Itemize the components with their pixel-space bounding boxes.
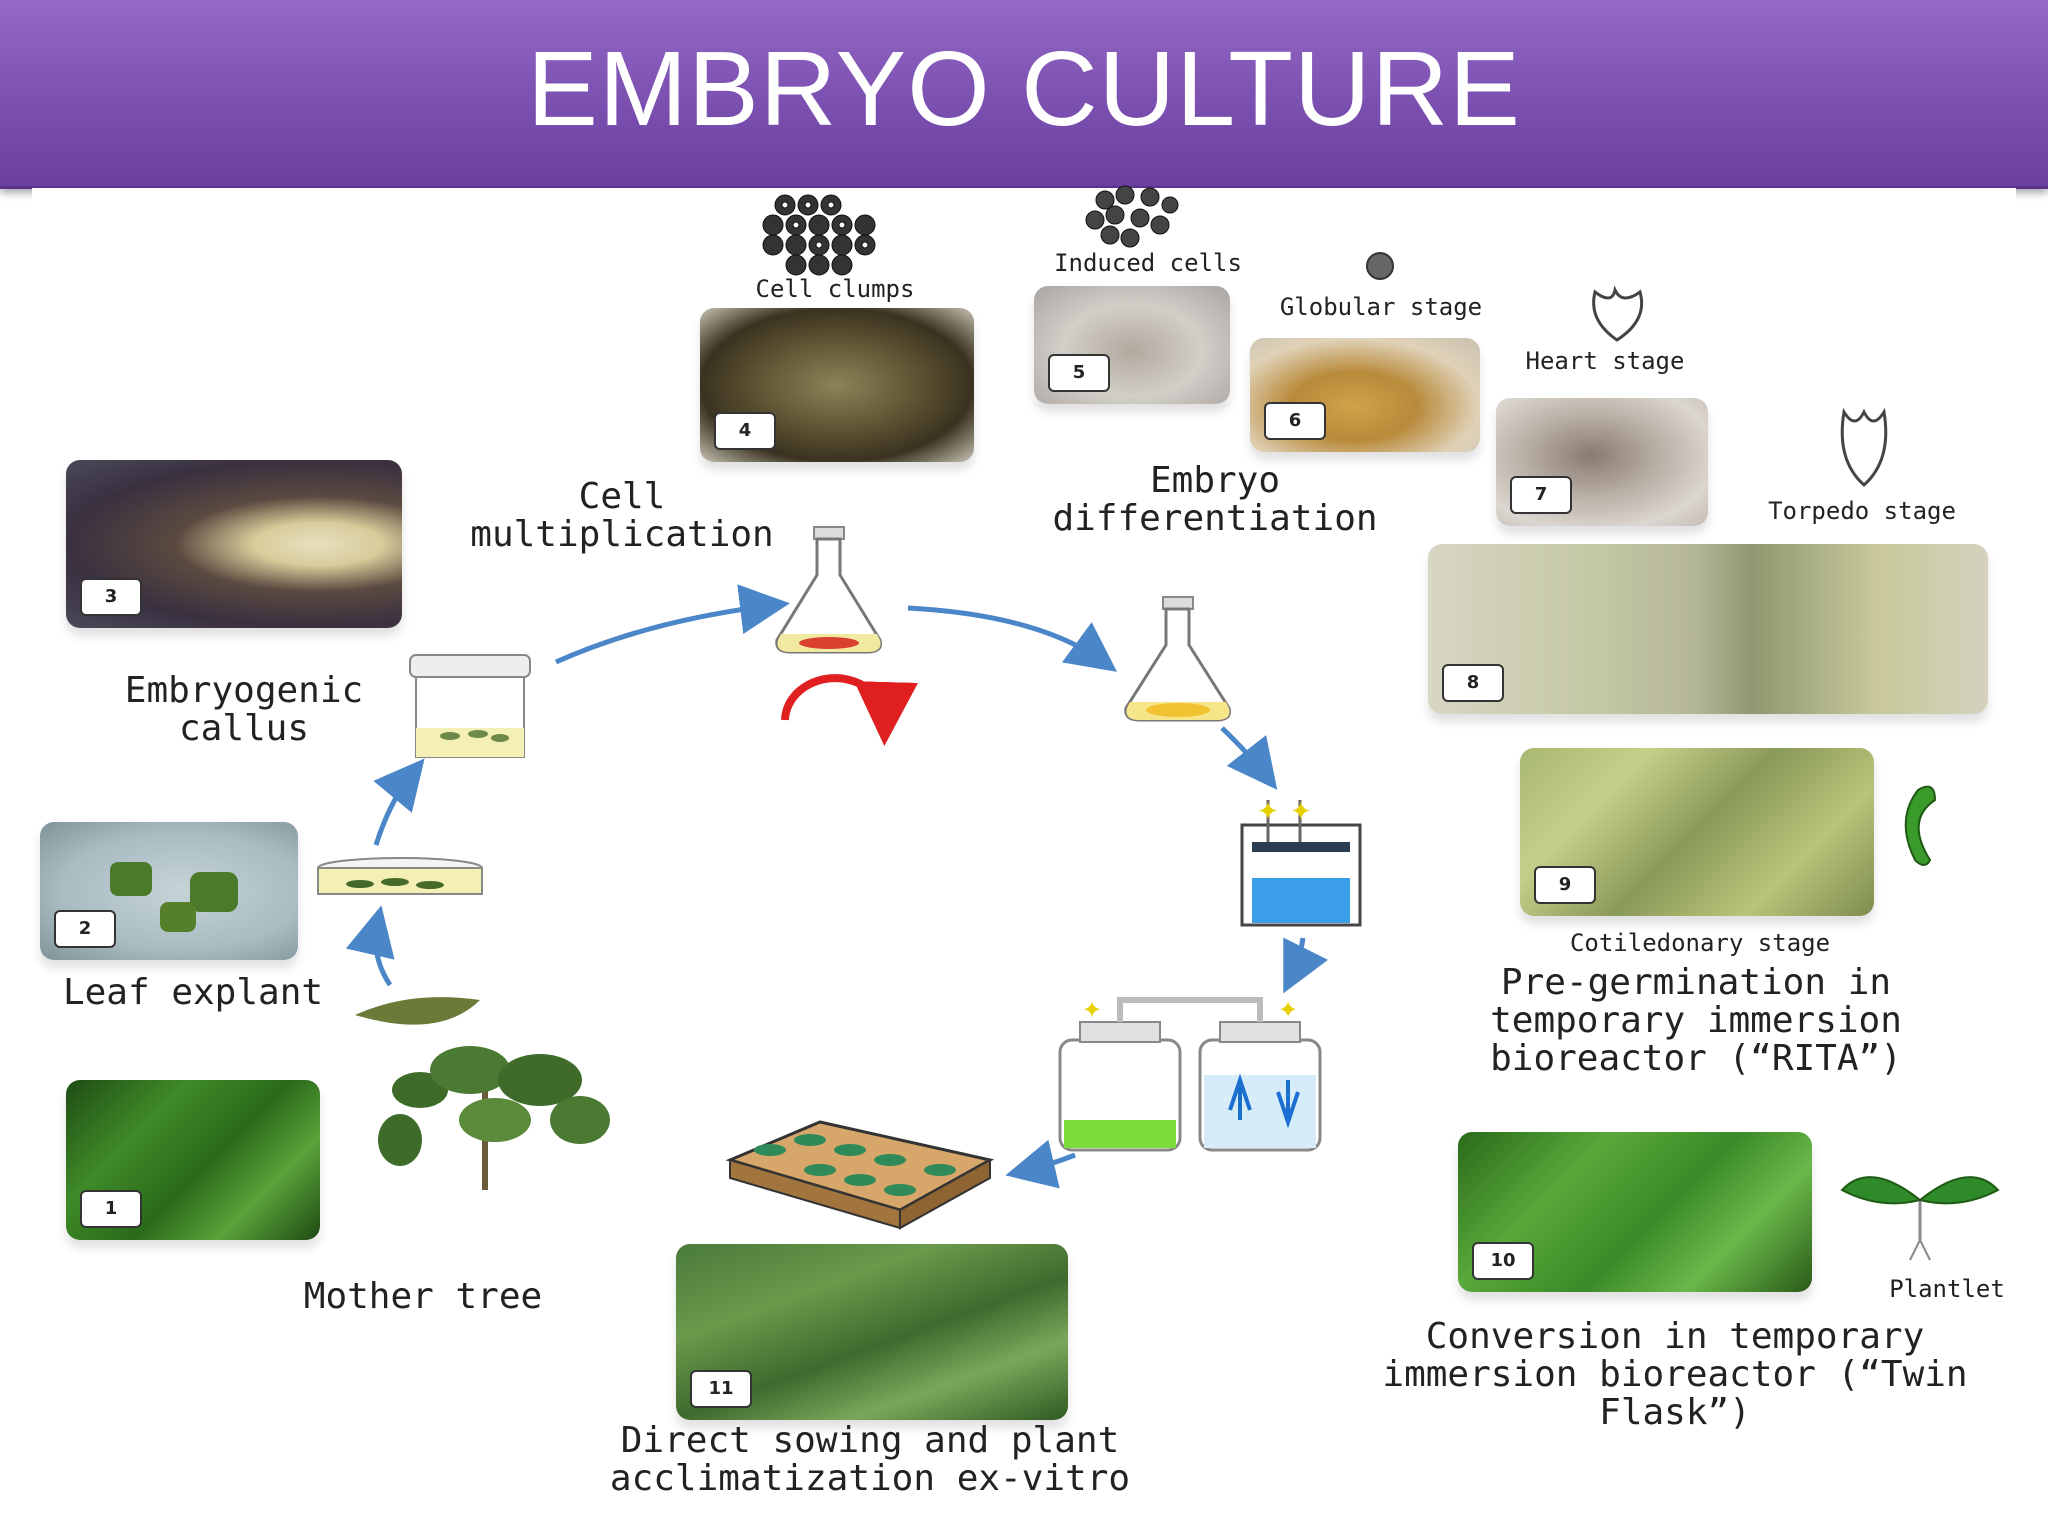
label-plantlet: Plantlet bbox=[1889, 1275, 2005, 1303]
label-embryogenic-callus: Embryogenic callus bbox=[124, 670, 364, 749]
photo-number: 11 bbox=[690, 1370, 752, 1408]
label-torpedo-stage: Torpedo stage bbox=[1768, 497, 1956, 525]
induced-cells-icon bbox=[1085, 185, 1179, 248]
photo-cell-clumps: 4 bbox=[700, 308, 974, 462]
svg-text:✦: ✦ bbox=[1082, 996, 1102, 1024]
photo-number: 8 bbox=[1442, 664, 1504, 702]
photo-torpedo-stage: 8 bbox=[1428, 544, 1988, 714]
photo-number: 4 bbox=[714, 412, 776, 450]
cell-clump-icon bbox=[762, 194, 876, 276]
photo-cotiledonary-stage: 9 bbox=[1520, 748, 1874, 916]
torpedo-embryo-icon bbox=[1840, 407, 1888, 488]
twin-flask-icon: ✦ ✦ bbox=[1058, 996, 1322, 1152]
label-direct-sowing: Direct sowing and plant acclimatization … bbox=[609, 1420, 1131, 1499]
petri-dish-icon bbox=[317, 857, 483, 895]
photo-globular-stage: 6 bbox=[1250, 338, 1480, 452]
arrow-rita-to-twinflask bbox=[1283, 937, 1329, 994]
arrow-differentiation-to-rita bbox=[1220, 726, 1278, 790]
label-mother-tree: Mother tree bbox=[303, 1276, 543, 1317]
sowing-tray-icon bbox=[725, 1120, 995, 1230]
photo-embryogenic-callus: 3 bbox=[66, 460, 402, 628]
photo-number: 7 bbox=[1510, 476, 1572, 514]
photo-induced-cells: 5 bbox=[1034, 286, 1230, 404]
arrow-tree-to-leaf bbox=[345, 905, 395, 987]
flask-cell-multiplication-icon bbox=[775, 526, 882, 654]
label-heart-stage: Heart stage bbox=[1525, 347, 1685, 375]
photo-conversion-plantlets: 10 bbox=[1458, 1132, 1812, 1292]
label-cell-clumps: Cell clumps bbox=[755, 275, 915, 303]
photo-number: 9 bbox=[1534, 866, 1596, 904]
label-conversion: Conversion in temporary immersion biorea… bbox=[1382, 1316, 1968, 1433]
photo-number: 5 bbox=[1048, 354, 1110, 392]
label-cell-multiplication: Cell multiplication bbox=[470, 476, 774, 555]
flask-embryo-differentiation-icon bbox=[1124, 596, 1231, 722]
slide-title: EMBRYO CULTURE bbox=[527, 30, 1521, 148]
rita-bioreactor-icon: ✦ ✦ bbox=[1240, 797, 1362, 927]
photo-mother-tree-leaves: 1 bbox=[66, 1080, 320, 1240]
label-pre-germination: Pre-germination in temporary immersion b… bbox=[1490, 962, 1902, 1079]
arrow-multiplication-to-differentiation bbox=[907, 605, 1118, 672]
photo-number: 10 bbox=[1472, 1242, 1534, 1280]
rotation-arrow bbox=[781, 674, 919, 746]
svg-text:✦: ✦ bbox=[1290, 797, 1312, 827]
label-induced-cells: Induced cells bbox=[1054, 249, 1242, 277]
photo-heart-stage: 7 bbox=[1496, 398, 1708, 526]
photo-number: 6 bbox=[1264, 402, 1326, 440]
arrow-callus-to-multiplication bbox=[554, 584, 790, 665]
culture-jar-icon bbox=[409, 654, 531, 758]
label-cotiledonary-stage: Cotiledonary stage bbox=[1569, 929, 1831, 957]
photo-acclimatization: 11 bbox=[676, 1244, 1068, 1420]
photo-leaf-explant: 2 bbox=[40, 822, 298, 960]
mother-tree-icon bbox=[378, 1046, 610, 1190]
cotiledonary-embryo-icon bbox=[1904, 785, 1937, 866]
arrow-leaf-to-callus bbox=[373, 758, 425, 846]
label-leaf-explant: Leaf explant bbox=[62, 972, 324, 1013]
photo-number: 3 bbox=[80, 578, 142, 616]
heart-embryo-icon bbox=[1592, 285, 1644, 342]
globular-embryo-icon bbox=[1366, 252, 1394, 280]
title-banner: EMBRYO CULTURE bbox=[0, 0, 2048, 189]
label-globular-stage: Globular stage bbox=[1279, 293, 1483, 321]
svg-text:✦: ✦ bbox=[1257, 797, 1279, 827]
svg-text:✦: ✦ bbox=[1278, 996, 1298, 1024]
arrow-twinflask-to-sowing bbox=[1005, 1139, 1076, 1189]
plantlet-icon bbox=[1840, 1176, 2000, 1261]
photo-number: 2 bbox=[54, 910, 116, 948]
label-embryo-differentiation: Embryo differentiation bbox=[1052, 460, 1378, 539]
photo-number: 1 bbox=[80, 1190, 142, 1228]
leaf-icon bbox=[355, 997, 480, 1025]
